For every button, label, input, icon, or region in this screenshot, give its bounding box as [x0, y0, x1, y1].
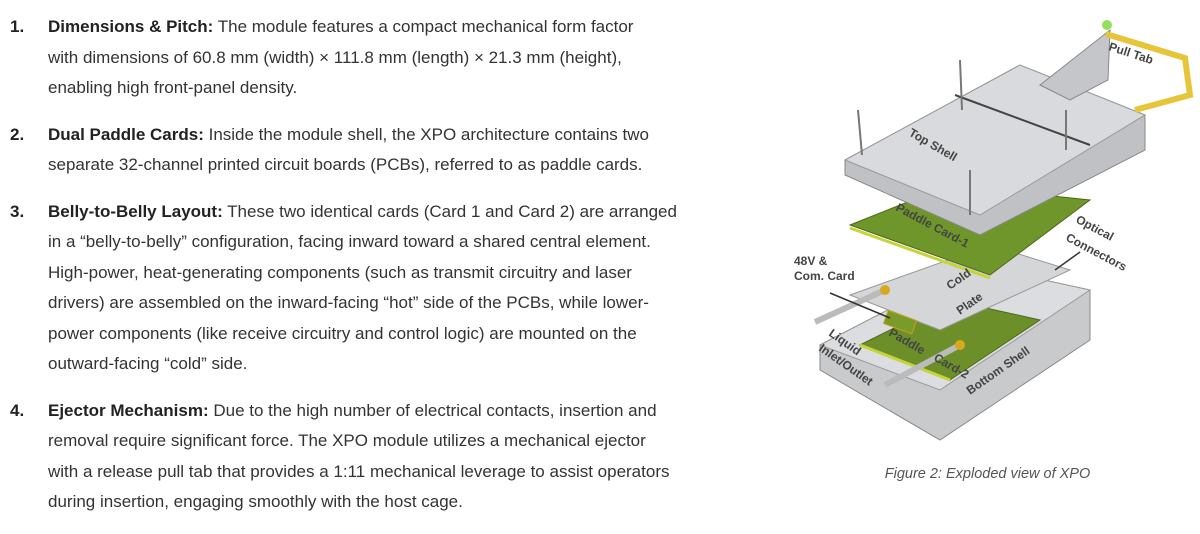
list-item: 4. Ejector Mechanism: Due to the high nu… — [0, 396, 790, 518]
item-text: during insertion, engaging smoothly with… — [48, 492, 463, 511]
item-title: Dual Paddle Cards: — [48, 124, 204, 144]
label-48v: 48V & — [794, 254, 828, 268]
item-text: These two identical cards (Card 1 and Ca… — [222, 201, 677, 221]
item-text: removal require significant force. The X… — [48, 431, 646, 450]
liquid-pipe — [813, 287, 887, 325]
item-number: 2. — [10, 124, 25, 144]
xpo-exploded-illustration: Pull Tab Top Shell Paddle Card-1 Optical… — [794, 20, 1194, 441]
feature-list: 1. Dimensions & Pitch: The module featur… — [0, 12, 790, 534]
figure-exploded-view: Pull Tab Top Shell Paddle Card-1 Optical… — [790, 0, 1200, 531]
item-text: The module features a compact mechanical… — [213, 17, 634, 36]
item-text: outward-facing “cold” side. — [48, 354, 248, 373]
item-text: drivers) are assembled on the inward-fac… — [48, 293, 649, 312]
item-text: in a “belly-to-belly” configuration, fac… — [48, 232, 651, 251]
label-connectors: Connectors — [1064, 230, 1130, 274]
item-text: with dimensions of 60.8 mm (width) × 111… — [48, 47, 622, 67]
item-text: with a release pull tab that provides a … — [48, 461, 670, 481]
item-number: 1. — [10, 17, 25, 36]
list-item: 3. Belly-to-Belly Layout: These two iden… — [0, 197, 790, 380]
list-item: 1. Dimensions & Pitch: The module featur… — [0, 12, 790, 104]
item-number: 3. — [10, 201, 25, 221]
screw — [857, 109, 863, 156]
list-item: 2. Dual Paddle Cards: Inside the module … — [0, 120, 790, 181]
pull-tab-shape — [1105, 31, 1194, 113]
item-number: 4. — [10, 400, 25, 420]
item-text: Due to the high number of electrical con… — [208, 400, 657, 420]
item-title: Ejector Mechanism: — [48, 400, 209, 420]
screw — [959, 59, 963, 111]
item-text: power components (like receive circuitry… — [48, 323, 637, 343]
item-title: Dimensions & Pitch: — [48, 17, 214, 36]
item-title: Belly-to-Belly Layout: — [48, 201, 223, 221]
item-text: Inside the module shell, the XPO archite… — [203, 124, 649, 144]
item-text: enabling high front-panel density. — [48, 78, 298, 97]
figure-caption: Figure 2: Exploded view of XPO — [884, 466, 1091, 482]
liquid-pipe — [883, 342, 962, 388]
led-icon — [1102, 20, 1112, 30]
item-text: separate 32-channel printed circuit boar… — [48, 155, 643, 174]
label-com-card: Com. Card — [794, 269, 855, 283]
item-text: High-power, heat-generating components (… — [48, 262, 632, 282]
